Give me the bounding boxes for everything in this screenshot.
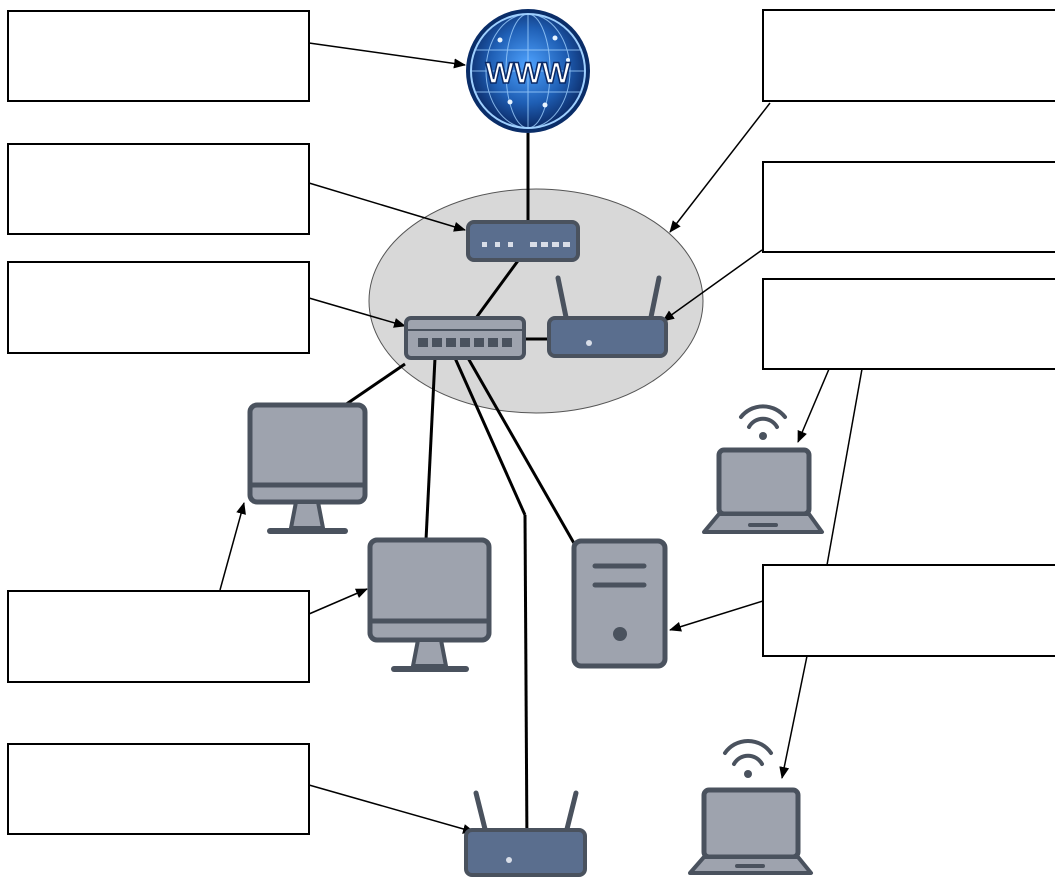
label-box-internet[interactable] — [7, 10, 310, 102]
network-cables — [344, 133, 577, 851]
laptop-wifi-icon — [688, 739, 813, 875]
access-point-icon — [464, 790, 587, 877]
label-box-desktops[interactable] — [7, 590, 310, 683]
label-box-switch[interactable] — [7, 261, 310, 354]
desktop-monitor-icon — [247, 402, 368, 534]
label-box-wireless-router[interactable] — [762, 161, 1055, 253]
label-box-modem[interactable] — [7, 143, 310, 235]
label-box-home-network[interactable] — [762, 9, 1055, 102]
label-arrows — [219, 42, 863, 834]
label-box-laptops[interactable] — [762, 278, 1055, 370]
tower-server-icon — [571, 538, 668, 669]
wireless-router-icon — [547, 275, 668, 358]
label-box-server[interactable] — [762, 564, 1055, 657]
network-switch-icon — [404, 316, 526, 360]
label-box-access-point[interactable] — [7, 743, 310, 835]
globe-label: WWW — [486, 57, 572, 90]
laptop-wifi-icon — [702, 404, 824, 534]
modem-icon — [466, 220, 580, 262]
www-globe-icon: WWW — [466, 9, 590, 133]
desktop-monitor-icon — [367, 537, 492, 672]
